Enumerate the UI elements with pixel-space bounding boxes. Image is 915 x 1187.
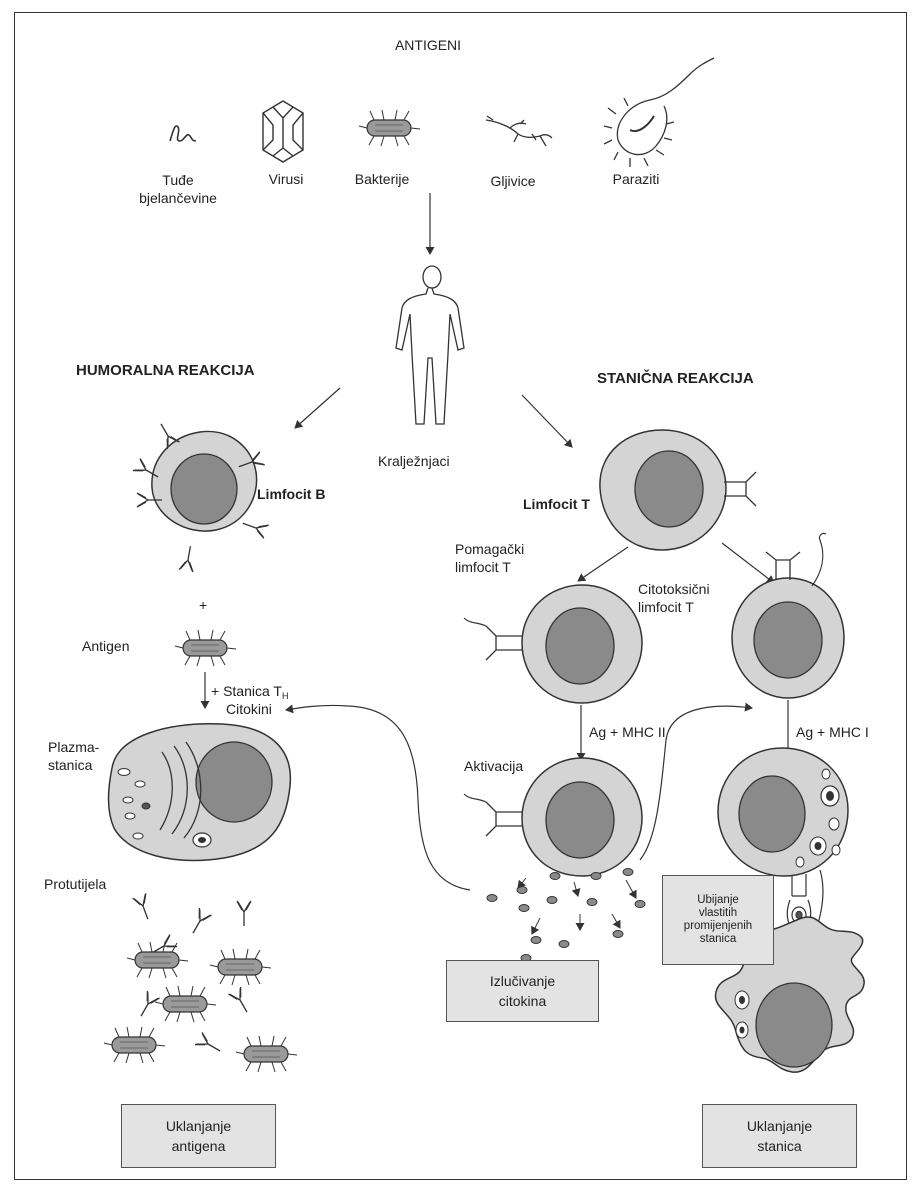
heading-humoral: HUMORALNA REAKCIJA	[76, 362, 255, 379]
label-citokini: Citokini	[226, 701, 272, 718]
box-cell-removal: Uklanjanje stanica	[702, 1104, 857, 1168]
human-figure-icon	[396, 266, 464, 424]
bacteria-icon	[359, 110, 420, 146]
label-activation: Aktivacija	[464, 758, 523, 775]
box-antigen-removal: Uklanjanje antigena	[121, 1104, 276, 1168]
plasma-cell	[109, 724, 291, 861]
fungi-icon	[486, 116, 552, 146]
protein-icon	[170, 126, 196, 141]
label-t-lymphocyte: Limfocit T	[523, 496, 590, 513]
label-vertebrates: Kralježnjaci	[378, 453, 450, 470]
antibodies-cluster	[104, 893, 297, 1072]
label-bacteria: Bakterije	[355, 171, 409, 188]
label-antigen: Antigen	[82, 638, 129, 655]
label-antibodies: Protutijela	[44, 876, 106, 893]
label-cytotoxic-t: Citotoksični limfocit T	[638, 580, 710, 616]
cytokine-particles	[487, 869, 645, 962]
title-antigens: ANTIGENI	[395, 37, 461, 54]
b-lymphocyte-cell	[133, 420, 269, 572]
cytotoxic-t-cell	[732, 533, 844, 698]
t-lymphocyte-cell	[600, 430, 756, 550]
label-parasites: Paraziti	[613, 171, 660, 188]
activated-cytotoxic-t-cell	[718, 748, 848, 876]
label-helper-t: Pomagački limfocit T	[455, 540, 524, 576]
box-cytokine-secretion: Izlučivanje citokina	[446, 960, 599, 1022]
label-ag-mhc2: Ag + MHC II	[589, 724, 666, 741]
label-fungi: Gljivice	[490, 173, 535, 190]
box-killing-cells: Ubijanje vlastitih promijenjenih stanica	[662, 875, 774, 965]
heading-cellular: STANIČNA REAKCIJA	[597, 370, 754, 387]
virus-icon	[263, 101, 303, 162]
helper-t-cell	[464, 585, 642, 703]
activated-helper-t-cell	[464, 758, 642, 876]
label-b-lymphocyte: Limfocit B	[257, 486, 325, 503]
label-plasma-cell: Plazma- stanica	[48, 738, 99, 774]
label-viruses: Virusi	[269, 171, 304, 188]
cytokine-feedback-arrow-left	[286, 705, 470, 890]
label-ag-mhc1: Ag + MHC I	[796, 724, 869, 741]
antigen-bacterium	[175, 630, 236, 666]
parasite-icon	[604, 58, 714, 167]
label-proteins: Tuđe bjelančevine	[139, 171, 217, 207]
plus-sign: +	[199, 597, 207, 614]
